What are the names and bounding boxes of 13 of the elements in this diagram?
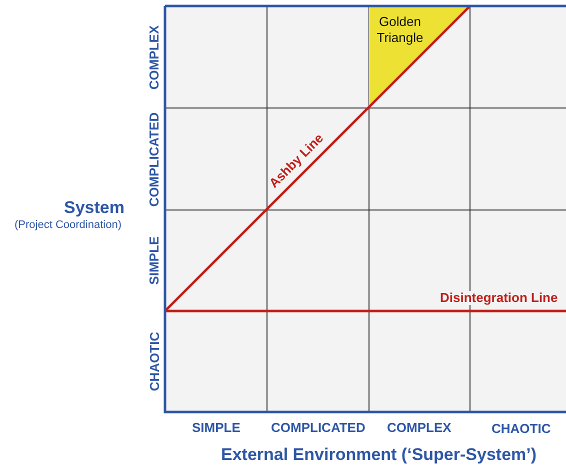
axis-subtitle: (Project Coordination): [14, 219, 122, 231]
axis-tick-label: SIMPLE: [192, 420, 240, 434]
axis-tick-label: COMPLEX: [387, 420, 452, 434]
axis-title: External Environment (‘Super-System’): [221, 445, 537, 465]
axis-tick-label: CHAOTIC: [492, 420, 551, 436]
line-label: Disintegration Line: [440, 291, 558, 305]
axis-tick-label: COMPLICATED: [146, 112, 162, 206]
axis-tick-label: SIMPLE: [146, 236, 162, 284]
axis-tick-label: CHAOTIC: [146, 331, 162, 391]
axis-tick-label: COMPLEX: [146, 24, 162, 90]
axis-tick-label: COMPLICATED: [271, 420, 366, 434]
axis-title: System: [64, 198, 124, 218]
region-label: Golden Triangle: [370, 14, 430, 46]
